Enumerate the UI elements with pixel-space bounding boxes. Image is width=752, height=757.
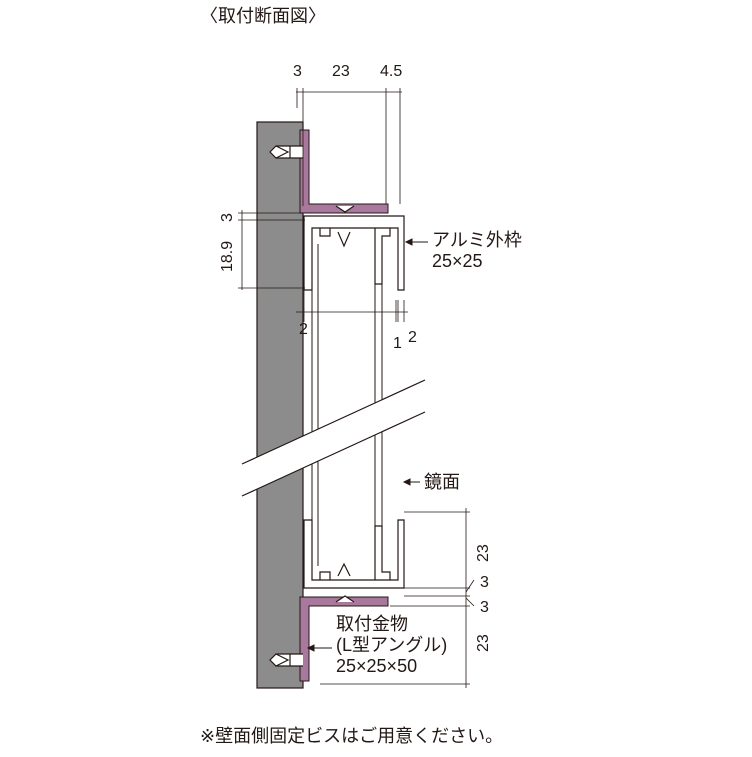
dim-mid-2-right: 2 — [408, 329, 417, 346]
break-band — [242, 380, 425, 496]
dim-left-3: 3 — [219, 213, 236, 222]
upper-frame — [303, 205, 405, 291]
bracket-callout-line1: 取付金物 — [336, 614, 408, 634]
dim-mid-1: 1 — [393, 335, 402, 352]
dim-right-3-b: 3 — [480, 599, 489, 616]
wall — [256, 121, 304, 689]
dim-top-45: 4.5 — [380, 63, 403, 80]
dim-right-3-a: 3 — [480, 574, 489, 591]
frame-callout: アルミ外枠 25×25 — [432, 230, 522, 272]
frame-callout-line2: 25×25 — [432, 251, 483, 271]
bracket-callout-line2: (L型アングル) — [336, 635, 448, 655]
dim-left-189: 18.9 — [219, 240, 236, 272]
upper-screw — [269, 145, 303, 159]
dim-right-23-upper: 23 — [475, 544, 492, 562]
dimension-lines — [238, 88, 475, 688]
screw-note: ※壁面側固定ビスはご用意ください。 — [200, 726, 504, 746]
frame-callout-line1: アルミ外枠 — [432, 230, 522, 250]
dim-top-23: 23 — [332, 63, 350, 80]
lower-frame — [303, 519, 405, 603]
upper-bracket — [299, 129, 389, 214]
dim-top-3: 3 — [293, 63, 302, 80]
dim-right-23-lower: 23 — [475, 634, 492, 652]
bracket-callout-line3: 25×25×50 — [336, 656, 418, 676]
diagram-title: 〈取付断面図〉 — [200, 6, 326, 26]
callout-arrows — [306, 238, 428, 652]
break-line-bottom — [241, 411, 426, 497]
lower-bracket — [299, 596, 389, 682]
dim-mid-2-left: 2 — [299, 321, 308, 338]
mirror-callout: 鏡面 — [424, 472, 460, 492]
lower-screw — [269, 653, 303, 667]
break-line-top — [241, 379, 426, 465]
bracket-callout: 取付金物 (L型アングル) 25×25×50 — [336, 614, 447, 677]
